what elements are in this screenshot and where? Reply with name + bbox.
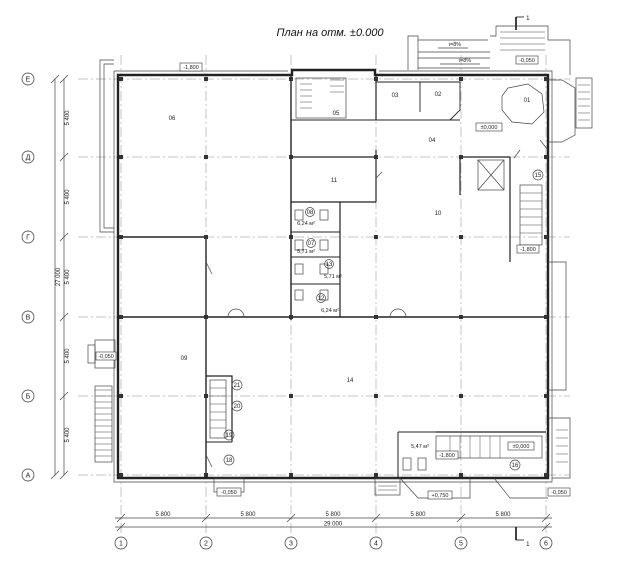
left-entrance xyxy=(87,339,116,463)
level-mark-5: -0,050 xyxy=(98,354,114,360)
room-labels: 06 05 03 02 01 04 11 10 08 07 13 12 09 1… xyxy=(169,92,544,471)
axis-letter-g: Г xyxy=(26,235,30,242)
axis-letter-d: Д xyxy=(26,155,31,162)
room-label-16: 16 xyxy=(512,463,519,469)
left-dimension-total: 27 000 xyxy=(56,267,62,286)
axis-letter-a: А xyxy=(26,473,31,480)
level-mark-7: +0,750 xyxy=(432,493,449,499)
room-label-05: 05 xyxy=(333,111,340,117)
level-marks: -1,800 -0,050 ±0,000 -1,800 -0,050 -0,05… xyxy=(95,55,571,500)
plan-title: План на отм. ±0.000 xyxy=(276,27,384,39)
room-label-10: 10 xyxy=(435,211,442,217)
left-dimension-5: 5 400 xyxy=(65,427,71,443)
axis-letter-e: Е xyxy=(26,77,31,84)
room-label-20: 20 xyxy=(234,404,241,410)
area-label-5: 5,47 м² xyxy=(411,444,429,450)
room-label-14: 14 xyxy=(347,378,354,384)
axis-number-1: 1 xyxy=(119,541,123,548)
bottom-entrances xyxy=(213,477,548,499)
room-label-04: 04 xyxy=(429,138,436,144)
level-mark-2: -0,050 xyxy=(519,58,535,64)
interior-stairs xyxy=(209,77,543,459)
top-ramp xyxy=(407,25,571,75)
section-mark-bottom: 1 xyxy=(526,541,530,548)
axis-number-3: 3 xyxy=(289,541,293,548)
room-label-12: 12 xyxy=(318,296,325,302)
room-label-19: 19 xyxy=(226,433,233,439)
area-labels: 6,24 м² 5,71 м² 5,71 м² 6,24 м² 5,47 м² xyxy=(297,221,429,450)
axis-number-5: 5 xyxy=(459,541,463,548)
door-swings xyxy=(205,139,549,468)
section-marks: 1 1 xyxy=(515,15,530,548)
bottom-dimension-2: 5 800 xyxy=(240,512,256,518)
left-dimension-1: 5 400 xyxy=(65,110,71,126)
level-mark-4: -1,800 xyxy=(520,247,536,253)
left-dimension-chain: 5 400 5 400 5 400 5 400 5 400 27 000 xyxy=(50,74,71,480)
room-label-11: 11 xyxy=(331,178,338,184)
axis-number-markers: 1 2 3 4 5 6 xyxy=(114,536,553,550)
area-label-2: 5,71 м² xyxy=(297,249,315,255)
room-label-01: 01 xyxy=(524,98,531,104)
bottom-dimension-5: 5 800 xyxy=(495,512,511,518)
left-dimension-2: 5 400 xyxy=(65,189,71,205)
axis-letter-markers: Е Д Г В Б А xyxy=(21,72,35,482)
room-label-18: 18 xyxy=(226,458,233,464)
columns xyxy=(119,77,548,477)
slope-marks: i=8% i=8% xyxy=(438,42,480,65)
room-label-13: 13 xyxy=(326,262,333,268)
slope-mark-2: i=8% xyxy=(459,58,471,64)
interior-walls xyxy=(121,75,548,478)
level-mark-1: -1,800 xyxy=(183,65,199,71)
axis-letter-v: В xyxy=(26,315,31,322)
axis-number-4: 4 xyxy=(374,541,378,548)
room-label-09: 09 xyxy=(181,356,188,362)
level-mark-10: -0,050 xyxy=(551,490,567,496)
room-label-15: 15 xyxy=(535,173,542,179)
right-entrance xyxy=(548,77,593,479)
room-label-07: 07 xyxy=(308,241,315,247)
room-01-outline xyxy=(501,83,545,125)
bottom-dimension-3: 5 800 xyxy=(325,512,341,518)
area-label-1: 6,24 м² xyxy=(297,221,315,227)
sanitary-fixtures xyxy=(294,209,427,471)
axis-letter-b: Б xyxy=(26,394,31,401)
left-dimension-3: 5 400 xyxy=(65,269,71,285)
left-dimension-4: 5 400 xyxy=(65,348,71,364)
room-label-21: 21 xyxy=(234,383,241,389)
left-canopy xyxy=(99,59,114,233)
room-label-08: 08 xyxy=(307,210,314,216)
axis-number-2: 2 xyxy=(204,541,208,548)
level-mark-9: -1,800 xyxy=(439,453,455,459)
bottom-dimension-1: 5 800 xyxy=(155,512,171,518)
bottom-dimension-total: 29 000 xyxy=(324,522,343,528)
area-label-4: 6,24 м² xyxy=(321,308,339,314)
level-mark-6: -0,050 xyxy=(221,490,237,496)
bottom-dimension-chain: 5 800 5 800 5 800 5 800 5 800 29 000 xyxy=(115,512,552,532)
level-mark-3: ±0,000 xyxy=(481,125,498,131)
level-mark-8: ±0,000 xyxy=(513,444,530,450)
slope-mark-1: i=8% xyxy=(449,42,461,48)
section-mark-top: 1 xyxy=(526,15,530,22)
area-label-3: 5,71 м² xyxy=(324,274,342,280)
room-label-02: 02 xyxy=(435,92,442,98)
room-label-06: 06 xyxy=(169,116,176,122)
bottom-dimension-4: 5 800 xyxy=(410,512,426,518)
room-label-03: 03 xyxy=(392,93,399,99)
axis-number-6: 6 xyxy=(544,541,548,548)
